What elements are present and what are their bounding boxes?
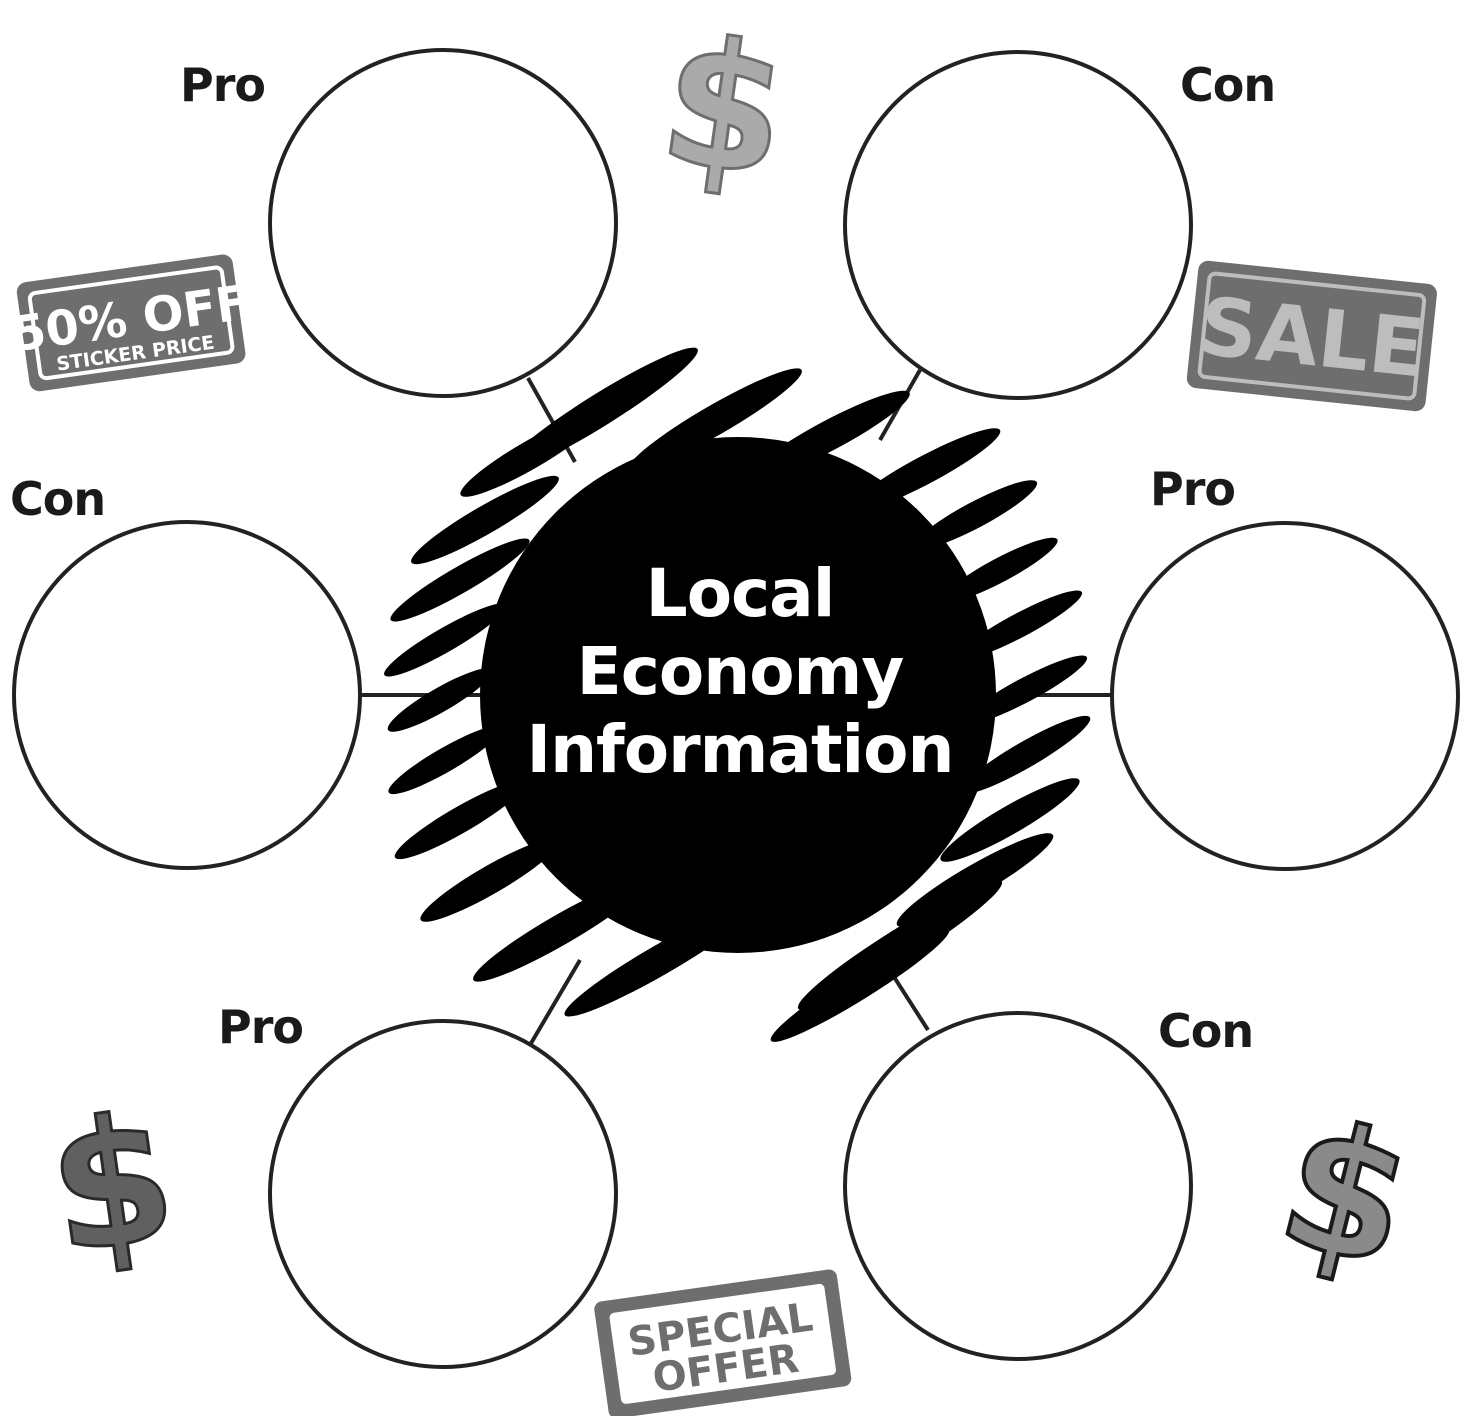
circle-mid-right[interactable] xyxy=(1110,521,1460,871)
dollar-sign-icon: $ xyxy=(1260,1080,1431,1310)
dollar-sign-icon: $ xyxy=(648,0,800,219)
svg-text:$: $ xyxy=(38,1076,187,1294)
label-mid-right: Pro xyxy=(1150,462,1236,516)
center-title: Local Economy Information xyxy=(480,555,1000,789)
svg-text:$: $ xyxy=(1262,1082,1429,1308)
label-bottom-left: Pro xyxy=(218,1000,304,1054)
center-title-line2: Economy xyxy=(576,633,905,710)
fifty-off-stamp: 50% OFF STICKER PRICE xyxy=(9,254,252,392)
answer-circles xyxy=(12,48,1460,1369)
label-top-right: Con xyxy=(1180,58,1276,112)
center-title-line1: Local xyxy=(645,555,836,632)
connector-bottom-left xyxy=(528,958,582,1047)
dollar-sign-icon: $ xyxy=(36,1075,188,1296)
label-mid-left: Con xyxy=(10,472,106,526)
label-bottom-right: Con xyxy=(1158,1004,1254,1058)
circle-bottom-right[interactable] xyxy=(843,1011,1193,1361)
circle-top-left[interactable] xyxy=(268,48,618,398)
center-blob xyxy=(384,347,1091,1042)
svg-text:$: $ xyxy=(650,0,799,217)
circle-bottom-left[interactable] xyxy=(268,1019,618,1369)
special-offer-stamp: SPECIAL OFFER xyxy=(594,1269,852,1416)
circle-mid-left[interactable] xyxy=(12,520,362,870)
center-title-line3: Information xyxy=(526,711,955,788)
sale-stamp: SALE xyxy=(1186,260,1437,412)
label-top-left: Pro xyxy=(180,58,266,112)
circle-top-right[interactable] xyxy=(843,50,1193,400)
